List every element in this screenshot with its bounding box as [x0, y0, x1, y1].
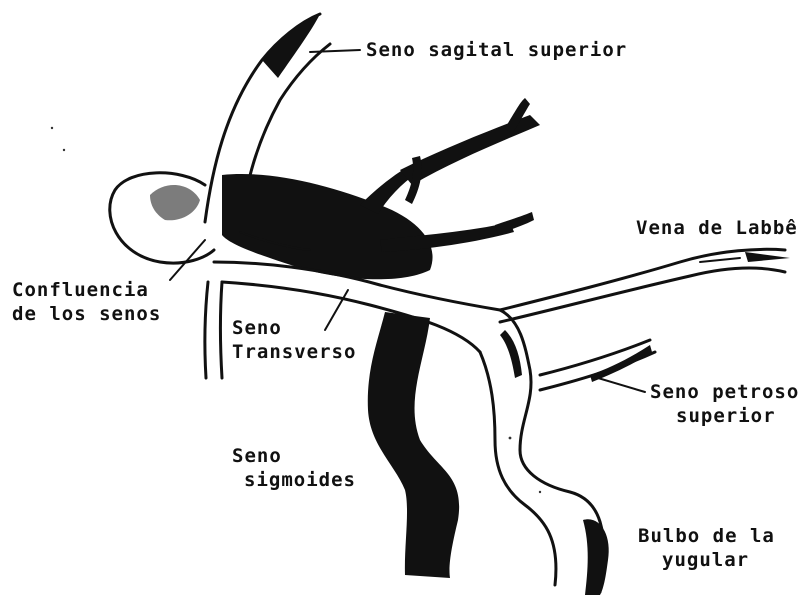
sigmoid-to-jugular [480, 310, 609, 595]
sigmoid-sinus-dark [368, 312, 459, 578]
label-confluencia-line2: de los senos [12, 302, 161, 326]
confluence-of-sinuses [110, 173, 222, 378]
label-seno-petroso-line1: Seno petroso [650, 380, 799, 404]
label-seno-petroso-line2: superior [676, 404, 776, 428]
label-seno-sagital-superior: Seno sagital superior [366, 38, 627, 62]
label-seno-transverso-line1: Seno [232, 316, 282, 340]
vena-de-labbe [500, 249, 790, 322]
transverse-dark-mass [222, 98, 540, 279]
label-seno-sigmoides-line2: sigmoides [244, 468, 356, 492]
label-confluencia-line1: Confluencia [12, 278, 149, 302]
label-bulbo-line1: Bulbo de la [638, 524, 775, 548]
label-bulbo-line2: yugular [662, 548, 749, 572]
label-vena-de-labbe: Vena de Labbê [636, 216, 798, 240]
superior-petrosal-sinus [540, 340, 655, 390]
label-seno-transverso-line2: Transverso [232, 340, 356, 364]
label-seno-sigmoides-line1: Seno [232, 444, 282, 468]
